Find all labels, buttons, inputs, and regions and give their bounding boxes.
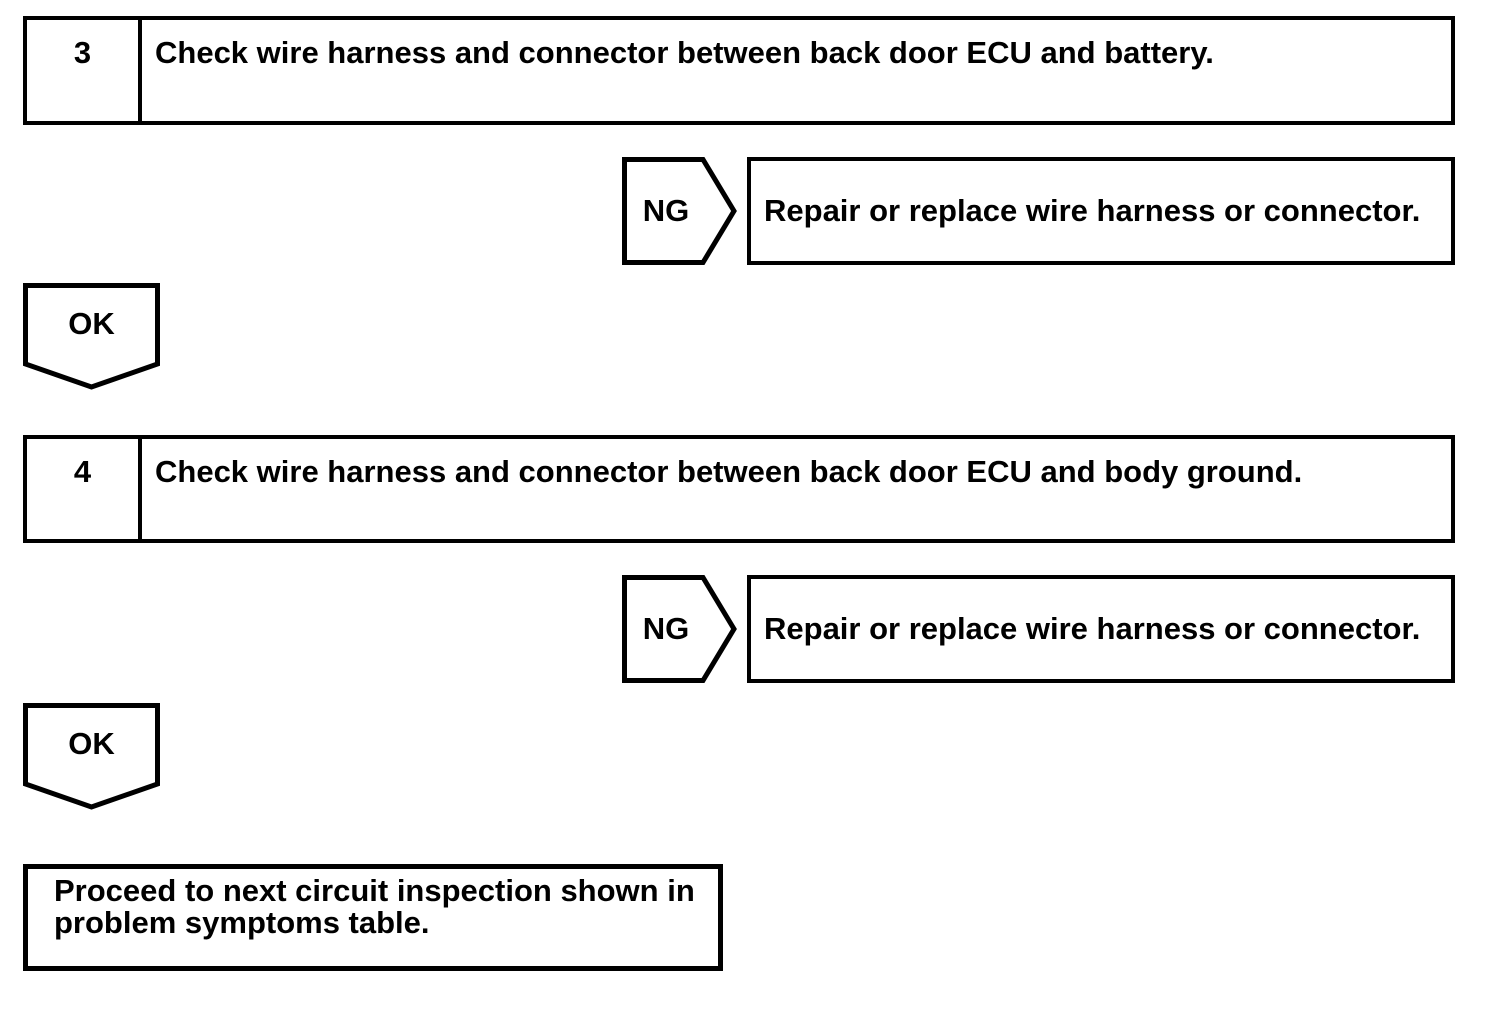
- ng-connector-3: NG: [622, 157, 737, 265]
- terminal-text: Proceed to next circuit inspection shown…: [54, 873, 695, 940]
- ng-action-text: Repair or replace wire harness or connec…: [764, 611, 1421, 646]
- ok-connector-3: OK: [23, 283, 160, 390]
- step-instruction: Check wire harness and connector between…: [155, 35, 1214, 70]
- step-instruction: Check wire harness and connector between…: [155, 454, 1303, 489]
- ng-pentagon-icon: [622, 575, 737, 683]
- step-box-4: 4 Check wire harness and connector betwe…: [23, 435, 1455, 543]
- step-number: 4: [27, 439, 142, 539]
- ng-connector-4: NG: [622, 575, 737, 683]
- ok-label: OK: [68, 306, 115, 341]
- ng-label: NG: [642, 611, 690, 646]
- ok-pentagon-icon: [23, 703, 160, 810]
- ng-action-text: Repair or replace wire harness or connec…: [764, 193, 1421, 228]
- ok-connector-4: OK: [23, 703, 160, 810]
- step-number: 3: [27, 20, 142, 121]
- ng-action-box-4: Repair or replace wire harness or connec…: [747, 575, 1455, 683]
- ng-action-box-3: Repair or replace wire harness or connec…: [747, 157, 1455, 265]
- ok-pentagon-icon: [23, 283, 160, 390]
- step-box-3: 3 Check wire harness and connector betwe…: [23, 16, 1455, 125]
- terminal-box: Proceed to next circuit inspection shown…: [23, 864, 723, 971]
- ng-label: NG: [642, 193, 690, 228]
- ng-pentagon-icon: [622, 157, 737, 265]
- ok-label: OK: [68, 726, 115, 761]
